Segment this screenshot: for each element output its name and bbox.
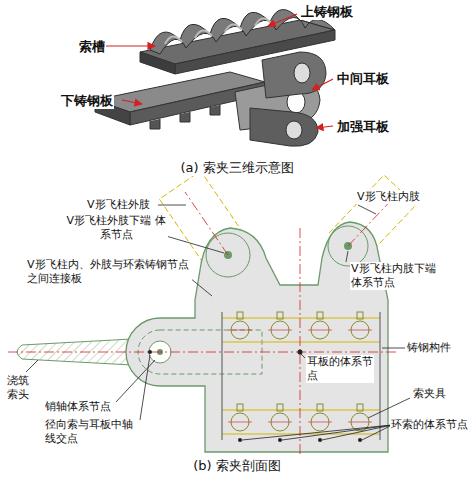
leader-arrow — [106, 14, 333, 128]
center-line — [8, 192, 398, 456]
callout-label: 浇筑索头 — [6, 374, 36, 402]
ear-plates — [294, 63, 310, 83]
center-line — [8, 352, 398, 353]
leader-arrow — [312, 79, 333, 90]
leader-line — [301, 354, 305, 358]
cable-clamp-rows — [348, 422, 372, 423]
cable-clamp-rows — [357, 312, 363, 319]
cast-steel-body — [126, 222, 388, 452]
cable-clamp-rows — [222, 342, 380, 343]
cast-steel-body — [126, 222, 388, 452]
leader-line — [190, 278, 212, 296]
system-node-dot — [278, 438, 282, 442]
cable-clamp-rows — [222, 410, 380, 411]
callout-label: 索夹具 — [412, 387, 447, 401]
system-node-dot — [298, 350, 303, 355]
figure-caption: (a) 索夹三维示意图 — [136, 160, 338, 176]
callout-label: 加强耳板 — [336, 119, 390, 135]
leader-line — [282, 425, 392, 440]
ear-plates — [286, 121, 302, 139]
cable-clamp-rows — [237, 404, 243, 411]
leader-line — [358, 205, 376, 214]
cable-clamp-rows — [357, 404, 363, 411]
system-node-dot — [238, 438, 242, 442]
leader-arrow — [316, 126, 333, 128]
callout-label: 销轴体系节点 — [44, 400, 112, 414]
callout-label: 索槽 — [78, 39, 106, 55]
cable-clamp-rows — [317, 312, 323, 319]
leader-line — [166, 236, 224, 253]
callout-label: 铸钢构件 — [406, 341, 452, 355]
leader-line — [26, 360, 38, 372]
leader-line — [26, 205, 410, 440]
leader-line — [382, 348, 405, 349]
system-node-dot — [318, 438, 322, 442]
ear-plates — [235, 52, 326, 146]
leader-arrow — [268, 14, 297, 26]
callout-label: 下铸钢板 — [60, 93, 114, 109]
leader-arrow — [122, 100, 142, 104]
callout-label: 径向索与耳板中轴线交点 — [44, 418, 138, 446]
leader-line — [116, 360, 155, 402]
center-line — [300, 228, 301, 456]
cable-clamp-rows — [277, 312, 283, 319]
ear-plates — [262, 52, 326, 98]
cable-clamp-rows — [237, 312, 243, 319]
cable-clamp-rows — [222, 312, 223, 440]
leader-line — [158, 205, 186, 206]
lower-cast-plate — [150, 98, 250, 129]
upper-cast-plate — [140, 52, 175, 74]
callout-label: 上铸钢板 — [300, 4, 354, 20]
system-node-dot — [148, 350, 152, 354]
upper-cast-plate — [165, 18, 272, 44]
callout-label: V形飞柱内肢 — [356, 190, 421, 204]
callout-label: 环索的体系节点 — [390, 418, 469, 432]
cable-clamp-rows — [228, 330, 252, 331]
leader-line — [346, 251, 348, 262]
ear-plates — [250, 108, 318, 146]
leader-line — [322, 425, 392, 440]
leader-line — [140, 355, 150, 420]
leader-line — [368, 398, 410, 418]
cable-clamp-rows — [348, 330, 372, 331]
leader-arrow — [106, 45, 155, 46]
cable-clamp-rows — [222, 318, 380, 319]
callout-label: V形飞柱内、外肢与环索铸钢节点之间连接板 — [26, 258, 192, 286]
cable-clamp-rows — [380, 312, 381, 440]
callout-label: 耳板的体系节点 — [306, 355, 374, 383]
cable-clamp-rows — [277, 404, 283, 411]
callout-label: V形飞柱外肢下端 体系节点 — [64, 214, 168, 242]
center-line — [185, 192, 228, 255]
cable-clamp-rows — [222, 312, 380, 440]
cable-clamp-rows — [268, 422, 292, 423]
callout-label: 中间耳板 — [336, 71, 390, 87]
callout-label: V形飞柱外肢 — [86, 198, 151, 212]
system-node-dot — [358, 438, 362, 442]
cable-clamp-rows — [228, 422, 252, 423]
figure-caption: (b) 索夹剖面图 — [136, 458, 338, 474]
leader-line — [242, 425, 392, 440]
cable-clamp-rows — [308, 330, 332, 331]
callout-label: V形飞柱内肢下端体系节点 — [350, 262, 438, 290]
cable-clamp-rows — [308, 422, 332, 423]
cable-clamp-rows — [268, 330, 292, 331]
cable-clamp-rows — [317, 404, 323, 411]
